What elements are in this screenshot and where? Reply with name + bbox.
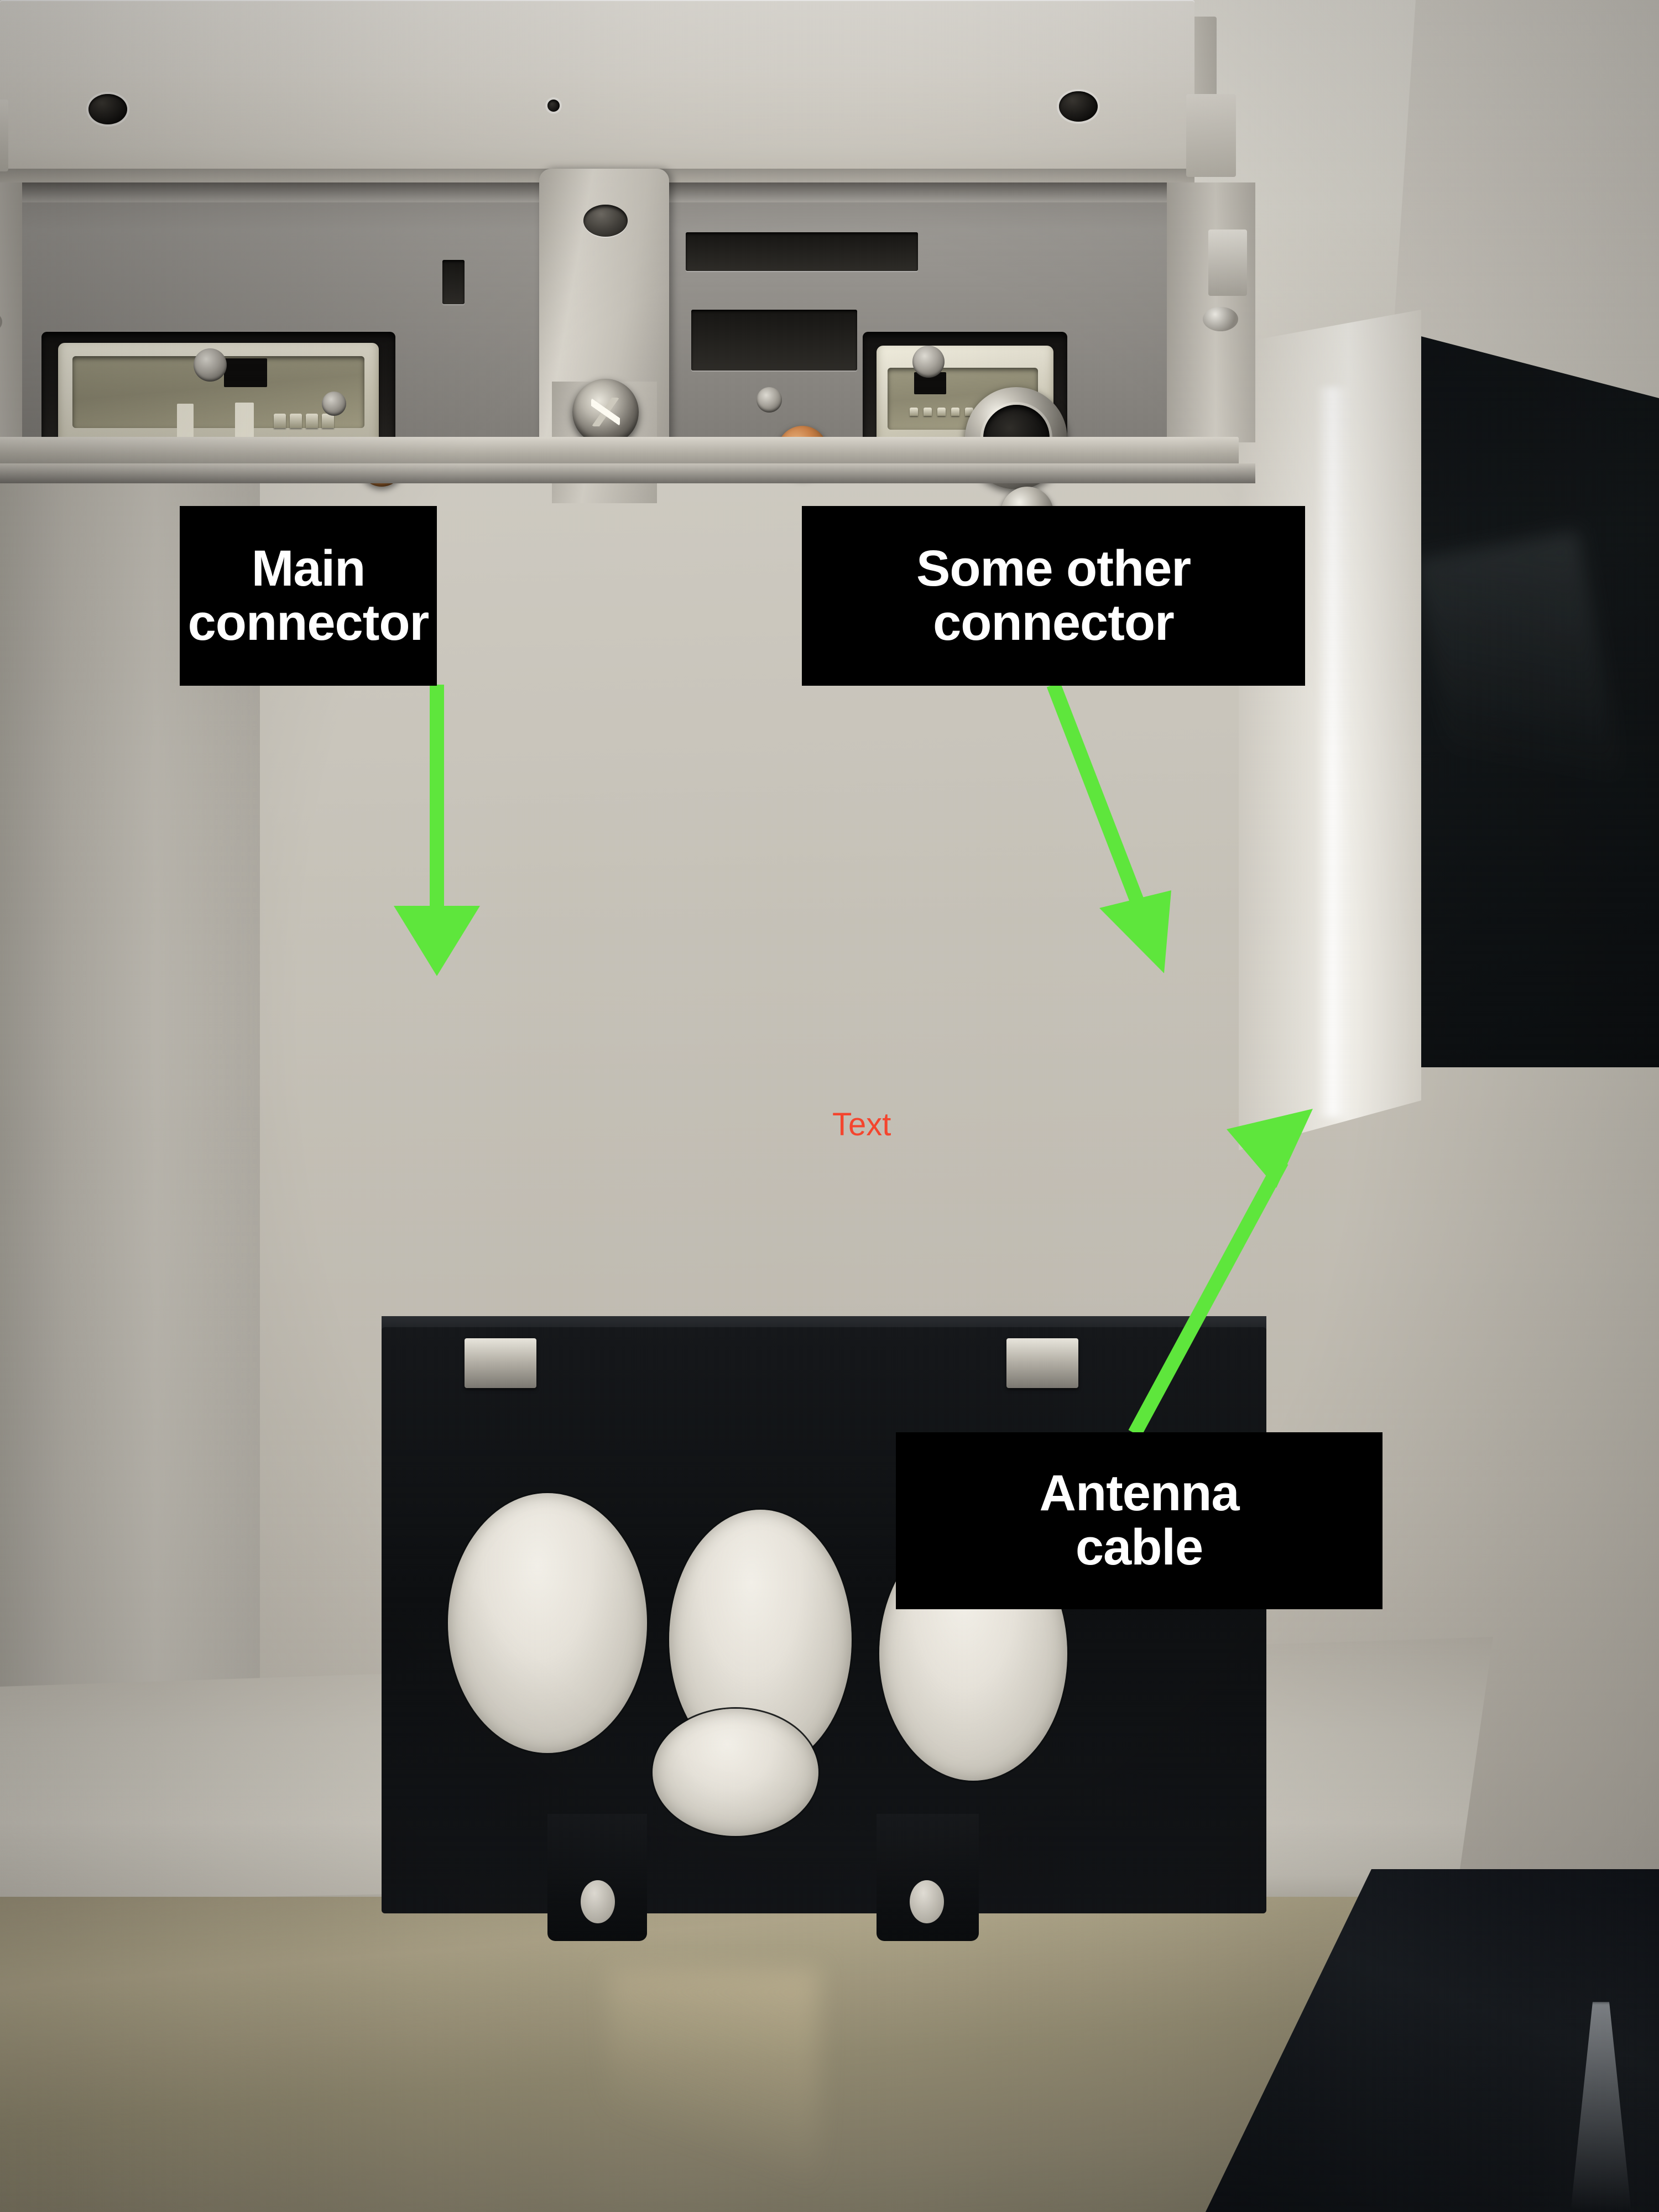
callout-some-other-connector-line2: connector [933, 594, 1175, 651]
chassis-right-flange-tab [1208, 229, 1247, 296]
dash-trim-bracket [382, 1327, 1266, 1941]
callout-main-connector-line2: connector [187, 594, 430, 651]
chassis-hole-right [1059, 91, 1098, 122]
box-right-edge-highlight [1316, 387, 1349, 1117]
callout-antenna-cable-line1: Antenna [1039, 1465, 1240, 1522]
small-screw-right [912, 346, 945, 378]
chassis-small-slot [442, 260, 465, 304]
connector-pin [924, 408, 932, 416]
trim-leg-hole-right [910, 1880, 944, 1923]
small-screw-center-right [757, 387, 782, 413]
main-connector-keyway [224, 358, 267, 387]
callout-antenna-cable: Antenna cable [896, 1432, 1383, 1609]
callout-some-other-connector: Some other connector [802, 506, 1305, 686]
callout-some-other-connector-line1: Some other [916, 540, 1191, 597]
room-floor-highlight [608, 1969, 818, 2212]
stray-text-annotation: Text [832, 1107, 891, 1142]
trim-clip-left [465, 1338, 536, 1388]
chassis-left-tab [0, 100, 8, 171]
chassis-right-tab [1186, 94, 1236, 177]
chassis-hole-left [88, 94, 127, 124]
trim-vent-hole-1 [448, 1493, 647, 1753]
main-connector-pin-row [274, 414, 334, 428]
chassis-pin-hole-center [547, 100, 560, 112]
secondary-connector-pin-row [910, 408, 973, 416]
small-screw-left [194, 348, 227, 382]
trim-leg-hole-left [581, 1880, 615, 1923]
callout-antenna-cable-line2: cable [1075, 1519, 1203, 1575]
connector-pin [290, 414, 302, 428]
main-connector-divider-b [235, 403, 254, 439]
small-screw-center-left [322, 392, 346, 416]
chassis-left-nub [0, 310, 2, 334]
main-connector-divider-a [177, 404, 194, 438]
chassis-bottom-lip-shadow [0, 463, 1255, 483]
connector-pin [951, 408, 959, 416]
connector-pin [937, 408, 946, 416]
chassis-top-plate [0, 0, 1194, 190]
trim-clip-right [1006, 1338, 1078, 1388]
head-unit-chassis [0, 0, 1255, 680]
connector-pin [274, 414, 286, 428]
chassis-right-nub [1203, 307, 1238, 331]
chassis-vent-slot-top [686, 232, 918, 271]
connector-pin [910, 408, 918, 416]
connector-pin [306, 414, 318, 428]
center-bracket-hole [583, 205, 628, 237]
connector-pin [322, 414, 334, 428]
center-bracket-screw [572, 379, 639, 445]
chassis-vent-slot-mid [691, 310, 857, 371]
callout-main-connector: Main connector [180, 506, 437, 686]
trim-vent-hole-4 [653, 1709, 818, 1836]
callout-main-connector-line1: Main [251, 540, 366, 597]
chassis-left-flange [0, 182, 22, 442]
